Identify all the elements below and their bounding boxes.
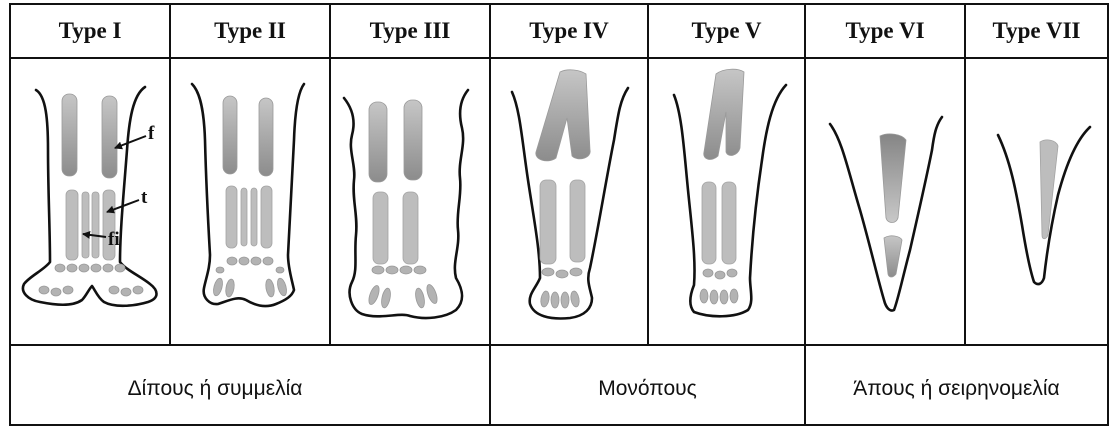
tarsal-bone xyxy=(703,269,713,277)
metatarsal-bone xyxy=(540,290,551,307)
fibula-label: fi xyxy=(108,229,120,250)
limb-outline xyxy=(192,84,304,306)
fused-femur-bone xyxy=(536,70,590,161)
femur-bone xyxy=(102,96,117,178)
tibia-bone xyxy=(66,190,78,260)
metatarsal-bone xyxy=(414,287,426,308)
tarsal-bone xyxy=(239,257,249,265)
tarsal-bone xyxy=(556,270,568,278)
femur-bone xyxy=(1040,140,1058,239)
tibia-bone xyxy=(403,192,418,264)
fibula-bone xyxy=(92,192,99,258)
fibula-bone xyxy=(722,182,736,264)
type-iv-header: Type IV xyxy=(490,4,648,58)
femur-bone xyxy=(880,134,906,223)
category-monopus-label: Μονόπους xyxy=(490,345,805,425)
tarsal-bone xyxy=(115,264,125,272)
type-ii-header: Type II xyxy=(170,4,330,58)
type-v-illustration xyxy=(674,69,786,316)
tarsal-bone xyxy=(216,267,224,273)
tarsal-bone xyxy=(372,266,384,274)
type-i-illustration: f t fi xyxy=(23,87,157,306)
category-apus-label: Άπους ή σειρηνομελία xyxy=(805,345,1108,425)
metatarsal-bone xyxy=(425,283,439,305)
tibia-bone xyxy=(261,186,272,248)
tarsal-bone xyxy=(55,264,65,272)
tibia-bone xyxy=(702,182,716,264)
type-iii-header: Type III xyxy=(330,4,490,58)
metatarsal-bone xyxy=(570,290,581,307)
tarsal-bone xyxy=(400,266,412,274)
tarsal-bone xyxy=(542,268,554,276)
metatarsal-bone xyxy=(380,287,392,308)
tibia-bone xyxy=(540,180,556,264)
metatarsal-bone xyxy=(276,277,288,296)
tibia-bone xyxy=(226,186,237,248)
tarsal-bone xyxy=(251,257,261,265)
metatarsal-bone xyxy=(551,292,559,308)
type-iii-illustration xyxy=(344,90,468,318)
femur-label: f xyxy=(148,123,155,144)
type-iv-illustration xyxy=(512,70,628,319)
fused-femur-bone xyxy=(704,69,744,159)
type-vi-header: Type VI xyxy=(805,4,965,58)
metatarsal-bone xyxy=(212,277,224,296)
metatarsal-bone xyxy=(51,288,61,296)
metatarsal-bone xyxy=(39,286,49,294)
tarsal-bone xyxy=(67,264,77,272)
tarsal-bone xyxy=(276,267,284,273)
metatarsal-bone xyxy=(367,284,381,306)
category-dipus-label: Δίπους ή συμμελία xyxy=(10,345,420,425)
limb-outline xyxy=(23,87,157,306)
type-vii-illustration xyxy=(998,127,1090,284)
tarsal-bone xyxy=(91,264,101,272)
metatarsal-bone xyxy=(561,292,569,308)
tarsal-bone xyxy=(414,266,426,274)
type-v-header: Type V xyxy=(648,4,805,58)
tarsal-bone xyxy=(227,257,237,265)
metatarsal-bone xyxy=(63,286,73,294)
fibula-bone xyxy=(241,188,247,246)
tibia-label: t xyxy=(141,187,148,208)
metatarsal-bone xyxy=(109,286,119,294)
tibia-bone xyxy=(373,192,388,264)
fibula-bone xyxy=(82,192,89,258)
tarsal-bone xyxy=(103,264,113,272)
type-vi-illustration xyxy=(830,117,942,311)
tarsal-bone xyxy=(715,271,725,279)
femur-bone xyxy=(62,94,77,176)
type-vii-header: Type VII xyxy=(965,4,1108,58)
metatarsal-bone xyxy=(730,289,738,303)
fibula-bone xyxy=(251,188,257,246)
fibula-bone xyxy=(570,180,585,262)
tarsal-bone xyxy=(570,268,582,276)
metatarsal-bone xyxy=(720,290,728,304)
femur-bone xyxy=(259,98,273,176)
tarsal-bone xyxy=(386,266,398,274)
metatarsal-bone xyxy=(133,286,143,294)
type-ii-illustration xyxy=(192,84,304,306)
metatarsal-bone xyxy=(121,288,131,296)
tibia-bone xyxy=(884,236,902,277)
femur-bone xyxy=(404,100,422,180)
metatarsal-bone xyxy=(700,289,708,303)
metatarsal-bone xyxy=(224,278,235,297)
tarsal-bone xyxy=(727,269,737,277)
metatarsal-bone xyxy=(264,278,275,297)
tarsal-bone xyxy=(263,257,273,265)
femur-pointer-arrow xyxy=(115,136,146,148)
tarsal-bone xyxy=(79,264,89,272)
metatarsal-bone xyxy=(710,290,718,304)
femur-bone xyxy=(369,102,387,182)
femur-bone xyxy=(223,96,237,174)
type-i-header: Type I xyxy=(10,4,170,58)
